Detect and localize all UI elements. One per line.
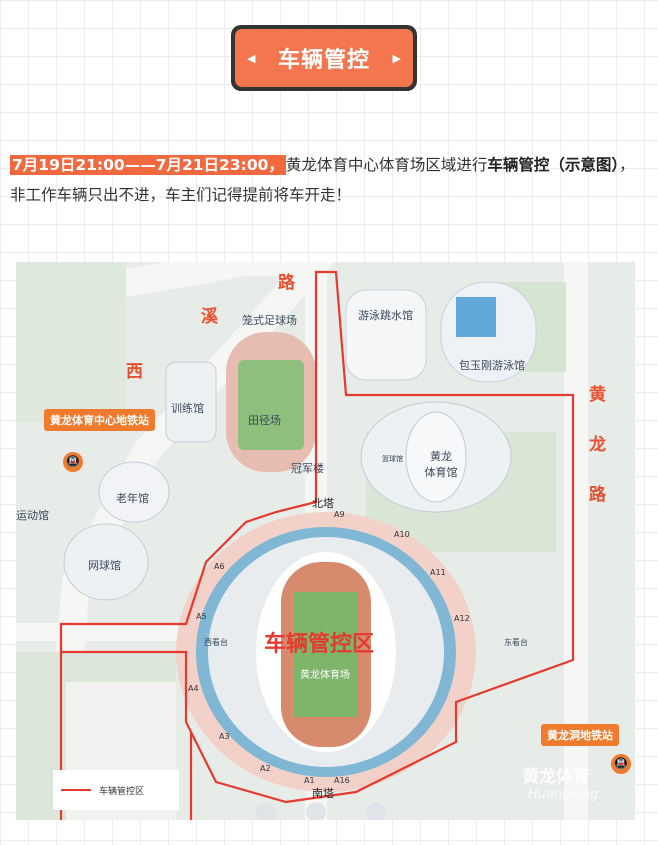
north-tower: 北塔: [312, 497, 334, 510]
gate-a11: A11: [430, 568, 446, 577]
south-tower: 南塔: [312, 787, 334, 800]
legend-line: [61, 789, 91, 791]
gate-a3: A3: [219, 732, 230, 741]
time-range: 7月19日21:00——7月21日23:00，: [10, 155, 286, 175]
venue-stadium: 黄龙体育场: [300, 670, 350, 681]
venue-baoyugang: 包玉刚游泳馆: [459, 359, 525, 372]
gate-a2: A2: [260, 764, 271, 773]
road-huanglong-2: 龙: [589, 435, 606, 455]
intro-text-1: 黄龙体育中心体育场区域进行: [285, 156, 488, 174]
venue-track: 田径场: [248, 414, 281, 427]
metro-tag-huanglongdong: 黄龙洞地铁站: [541, 724, 619, 746]
gate-a16: A16: [334, 776, 350, 785]
gate-a1: A1: [304, 776, 315, 785]
gate-a5: A5: [196, 612, 207, 621]
east-stand: 东看台: [504, 638, 528, 647]
road-huanglong-1: 黄: [589, 385, 606, 405]
metro-icon: 🚇: [611, 754, 631, 774]
gate-a10: A10: [394, 530, 410, 539]
road-xixi-3: 路: [278, 273, 295, 293]
road-xixi-1: 西: [126, 362, 143, 382]
venue-training: 训练馆: [171, 402, 204, 415]
watermark-sub: Huanglong: [528, 787, 599, 802]
watermark: 黄龙体育: [522, 767, 590, 787]
banner-title: 车辆管控: [277, 48, 370, 73]
venue-swimming-diving: 游泳跳水馆: [358, 309, 413, 322]
banner-inner: ◀ 车辆管控 ▶: [235, 29, 413, 87]
venue-tennis: 网球馆: [88, 559, 121, 572]
venue-basketball: 篮球馆: [382, 455, 403, 463]
gate-a4: A4: [188, 684, 199, 693]
intro-paragraph: 7月19日21:00——7月21日23:00，黄龙体育中心体育场区域进行车辆管控…: [10, 150, 650, 210]
road-xixi-2: 溪: [201, 307, 218, 327]
right-arrow-icon: ▶: [392, 51, 401, 65]
venue-elderly: 老年馆: [116, 492, 149, 505]
venue-gym: 黄龙 体育馆: [424, 450, 458, 479]
venue-football-field: 笼式足球场: [242, 314, 297, 327]
left-arrow-icon: ◀: [247, 51, 256, 65]
map-legend: 车辆管控区: [53, 770, 179, 810]
west-stand: 西看台: [204, 638, 228, 647]
map-graphic: [16, 262, 588, 820]
venue-map: 西 溪 路 黄 龙 路 游泳跳水馆 包玉刚游泳馆 笼式足球场 田径场 训练馆 冠…: [16, 262, 635, 820]
intro-bold: 车辆管控（示意图）: [487, 156, 620, 174]
road-huanglong-3: 路: [589, 485, 606, 505]
metro-tag-center: 黄龙体育中心地铁站: [44, 409, 155, 431]
section-banner: ◀ 车辆管控 ▶: [231, 25, 417, 91]
gate-a9: A9: [334, 510, 345, 519]
metro-icon: 🚇: [63, 452, 83, 472]
venue-sports-hall: 运动馆: [16, 509, 49, 522]
control-zone-label: 车辆管控区: [264, 632, 375, 657]
legend-text: 车辆管控区: [99, 786, 145, 797]
gate-a6: A6: [214, 562, 225, 571]
intro-text-2: ，非工作车辆只出不进，车主们记得提前将车开走！: [10, 156, 635, 204]
gate-a12: A12: [454, 614, 470, 623]
venue-guanjun: 冠军楼: [291, 462, 324, 475]
